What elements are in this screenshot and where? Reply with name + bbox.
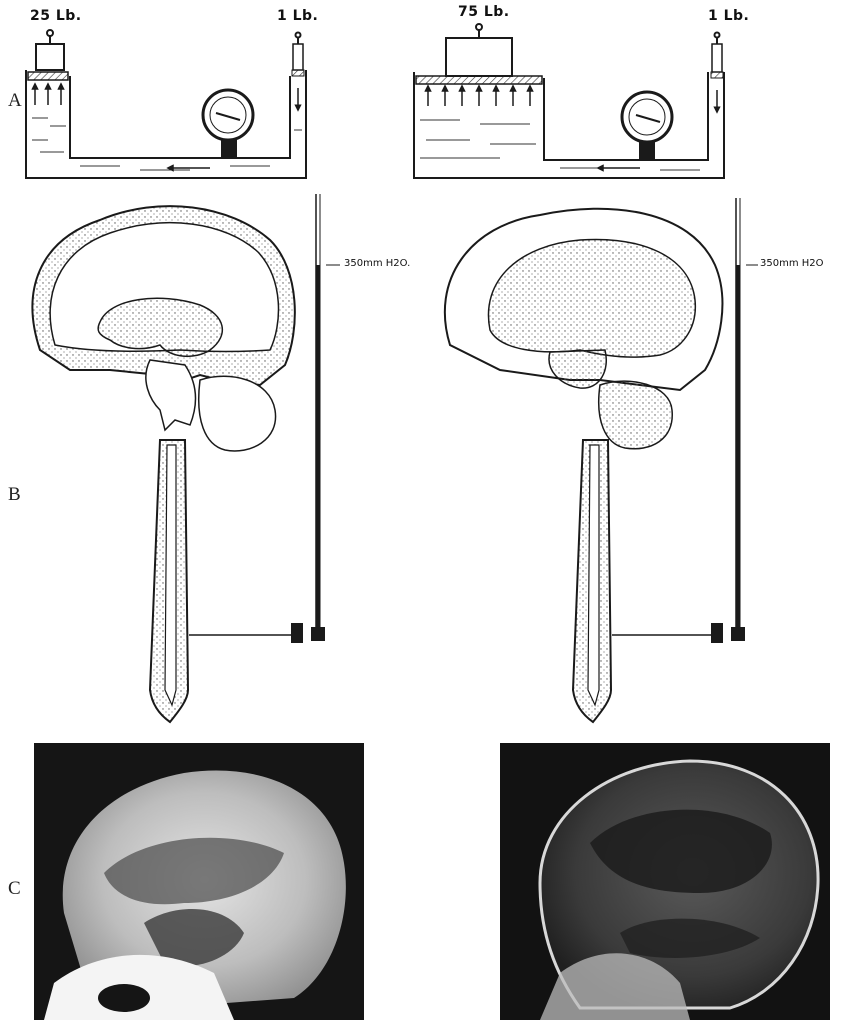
right-tank-outline xyxy=(414,72,724,178)
left-brain-diagram xyxy=(33,194,341,722)
left-stopcock xyxy=(292,624,302,642)
right-stopcock xyxy=(712,624,722,642)
left-hydraulic-apparatus xyxy=(26,30,306,178)
left-tank-outline xyxy=(26,70,306,178)
left-pressure-gauge xyxy=(203,90,253,158)
right-skull-xray xyxy=(500,743,830,1020)
right-pressure-gauge xyxy=(622,92,672,160)
left-skull-xray xyxy=(34,743,364,1020)
right-brain-diagram xyxy=(445,198,758,722)
right-hydraulic-apparatus xyxy=(414,24,724,178)
right-cerebellum xyxy=(599,381,673,449)
left-cerebellum xyxy=(199,376,276,451)
right-75lb-weight xyxy=(446,38,512,76)
left-25lb-weight xyxy=(36,44,64,70)
